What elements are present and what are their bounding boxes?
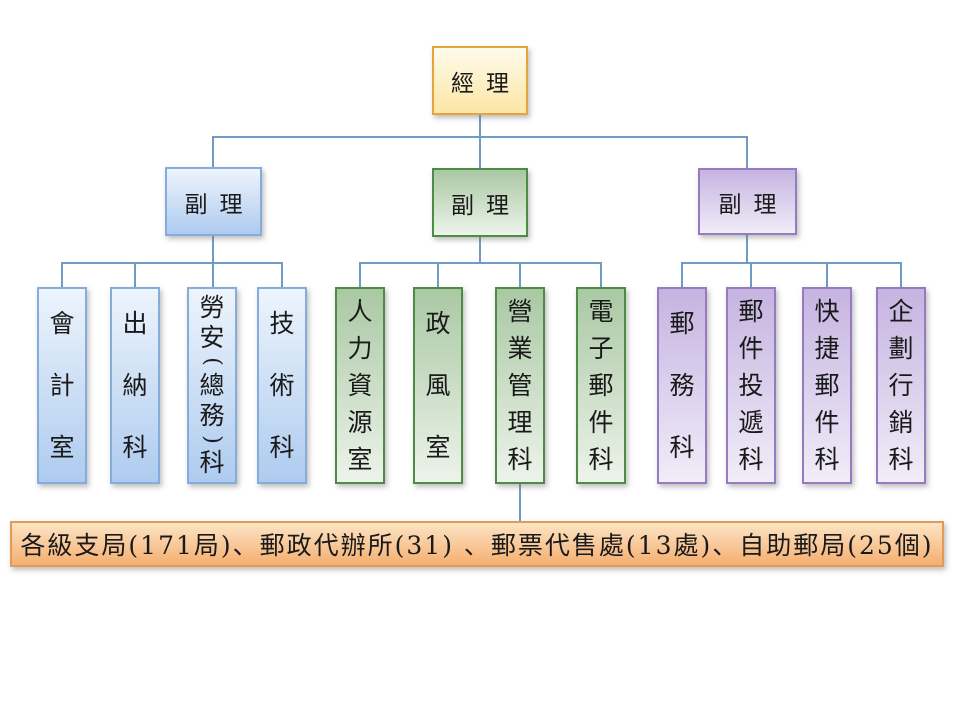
dept-box-ethics-office: 政風室 [413,287,463,484]
dept-label-char: 快 [814,297,840,326]
dept-label-char: ) [200,434,225,444]
dept-box-planning-marketing-section: 企劃行銷科 [876,287,926,484]
dept-label-char: 技 [269,309,295,339]
connector-line [212,136,748,138]
dept-box-postal-service-section: 郵務科 [657,287,707,484]
dept-label-char: 安 [199,323,225,353]
branch-offices-label: 各級支局(171局)、郵政代辦所(31) 、郵票代售處(13處)、自助郵局(25… [20,531,934,560]
dept-box-email-section: 電子郵件科 [576,287,626,484]
connector-line [479,115,481,168]
dept-label-char: 企 [888,297,914,326]
dept-label-char: 郵 [588,371,614,400]
dept-box-technical-section: 技術科 [257,287,307,484]
dept-label-char: 科 [669,432,695,462]
connector-line [61,262,63,287]
dept-label-char: 室 [425,432,451,462]
dept-label-char: 風 [425,370,451,400]
connector-line [746,235,748,264]
dept-label-char: 件 [588,408,614,437]
dept-label-char: 科 [199,448,225,478]
dept-label-char: 件 [738,334,764,363]
dept-box-express-mail-section: 快捷郵件科 [802,287,852,484]
dept-label-char: 室 [49,432,75,462]
manager-box: 經理 [432,46,528,115]
dept-label-char: 室 [347,445,373,474]
connector-line [281,262,283,287]
dept-label-char: 科 [814,445,840,474]
dept-label-char: 子 [588,334,614,363]
dept-label-char: 捷 [814,334,840,363]
connector-line [826,262,828,287]
dept-label-char: 理 [507,408,533,437]
connector-line [900,262,902,287]
connector-line [359,262,361,287]
dept-label-char: 納 [122,370,148,400]
dept-label-char: 科 [738,445,764,474]
manager-label: 經理 [451,70,521,97]
dept-label-char: 科 [888,445,914,474]
dept-label-char: 件 [814,408,840,437]
dept-label-char: 科 [507,445,533,474]
connector-line [212,136,214,167]
dept-label-char: 務 [669,370,695,400]
dept-box-accounting-office: 會計室 [37,287,87,484]
dept-label-char: 銷 [888,408,914,437]
connector-line [359,262,602,264]
dept-label-char: 政 [425,309,451,339]
connector-line [746,136,748,168]
connector-line [681,262,902,264]
dept-label-char: 行 [888,371,914,400]
dept-box-human-resources-office: 人力資源室 [335,287,385,484]
dept-label-char: 務 [199,400,225,430]
dept-label-char: 郵 [738,297,764,326]
dept-label-char: 管 [507,371,533,400]
branch-offices-bar: 各級支局(171局)、郵政代辦所(31) 、郵票代售處(13處)、自助郵局(25… [10,521,944,567]
dept-box-mail-delivery-section: 郵件投遞科 [726,287,776,484]
dept-label-char: 會 [49,309,75,339]
dept-label-char: 科 [269,432,295,462]
connector-line [61,262,283,264]
dept-label-char: 劃 [888,334,914,363]
dept-box-business-management-section: 營業管理科 [495,287,545,484]
dept-box-labor-safety-general-affairs-section: 勞安 ( 總務) 科 [187,287,237,484]
dept-label-char: 人 [347,297,373,326]
connector-line [519,262,521,287]
dept-label-char: 電 [588,297,614,326]
deputy-box-2: 副理 [432,168,528,237]
connector-line [437,262,439,287]
dept-label-char: 科 [122,432,148,462]
dept-label-char: 資 [347,371,373,400]
connector-line [681,262,683,287]
deputy-label: 副理 [451,192,521,219]
dept-label-char: 術 [269,370,295,400]
dept-label-char: 總 [199,370,225,400]
deputy-label: 副理 [184,191,255,218]
dept-label-char: 業 [507,334,533,363]
connector-line [479,237,481,264]
dept-label-char: ( [200,357,225,366]
connector-line [600,262,602,287]
dept-box-cashier-section: 出納科 [110,287,160,484]
dept-label-char: 計 [49,370,75,400]
connector-line [134,262,136,287]
dept-label-char: 郵 [669,309,695,339]
connector-line [212,236,214,287]
dept-label-char: 出 [122,309,148,339]
connector-line [519,484,521,521]
deputy-box-1: 副理 [165,167,262,236]
deputy-box-3: 副理 [698,168,797,235]
dept-label-char: 投 [738,371,764,400]
dept-label-char: 力 [347,334,373,363]
dept-label-char: 遞 [738,408,764,437]
dept-label-char: 營 [507,297,533,326]
dept-label-char: 勞 [199,293,225,323]
deputy-label: 副理 [718,191,789,218]
dept-label-char: 郵 [814,371,840,400]
connector-line [750,262,752,287]
dept-label-char: 科 [588,445,614,474]
dept-label-char: 源 [347,408,373,437]
